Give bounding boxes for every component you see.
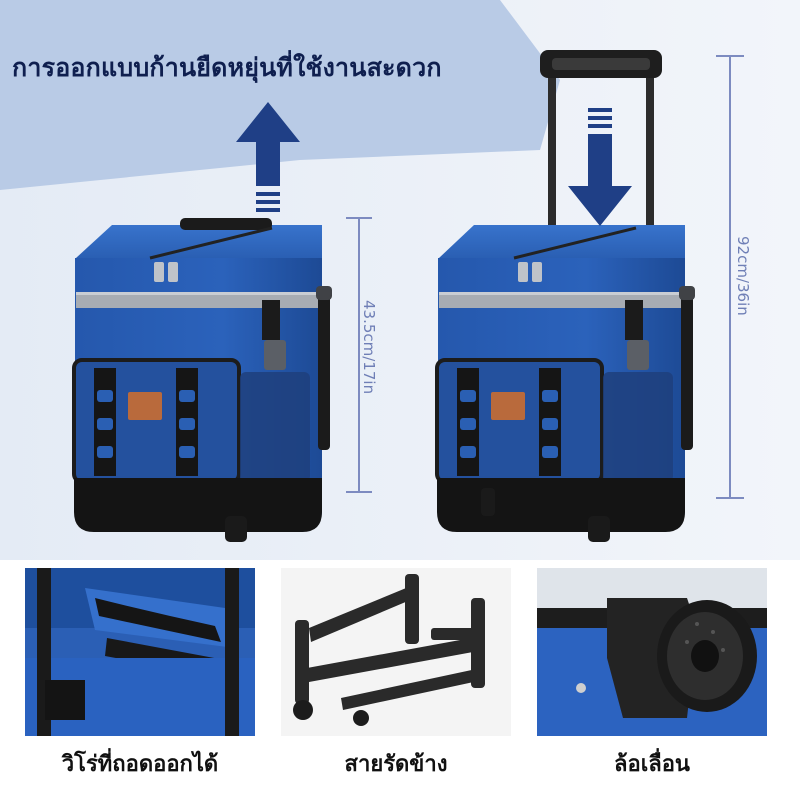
dimension-marker-folded xyxy=(346,217,372,493)
feature-caption-strap: สายรัดข้าง xyxy=(344,752,448,777)
down-arrow-icon xyxy=(568,108,632,226)
dimension-marker-extended xyxy=(716,55,744,499)
feature-photo-wheel xyxy=(537,568,767,736)
extended-height-label: 92cm/36in xyxy=(734,236,752,316)
bag-extended xyxy=(435,50,695,542)
feature-caption-wheel: ล้อเลื่อน xyxy=(614,752,690,777)
feature-caption-velcro: วิโร่ที่ถอดออกได้ xyxy=(61,752,219,777)
background-band xyxy=(0,0,560,190)
folded-height-label: 43.5cm/17in xyxy=(360,300,378,395)
up-arrow-icon xyxy=(236,102,300,212)
feature-photo-frame xyxy=(281,568,511,736)
bag-folded xyxy=(72,218,332,542)
headline: การออกแบบก้านยืดหยุ่นที่ใช้งานสะดวก xyxy=(12,53,442,82)
feature-photo-velcro xyxy=(25,568,255,736)
